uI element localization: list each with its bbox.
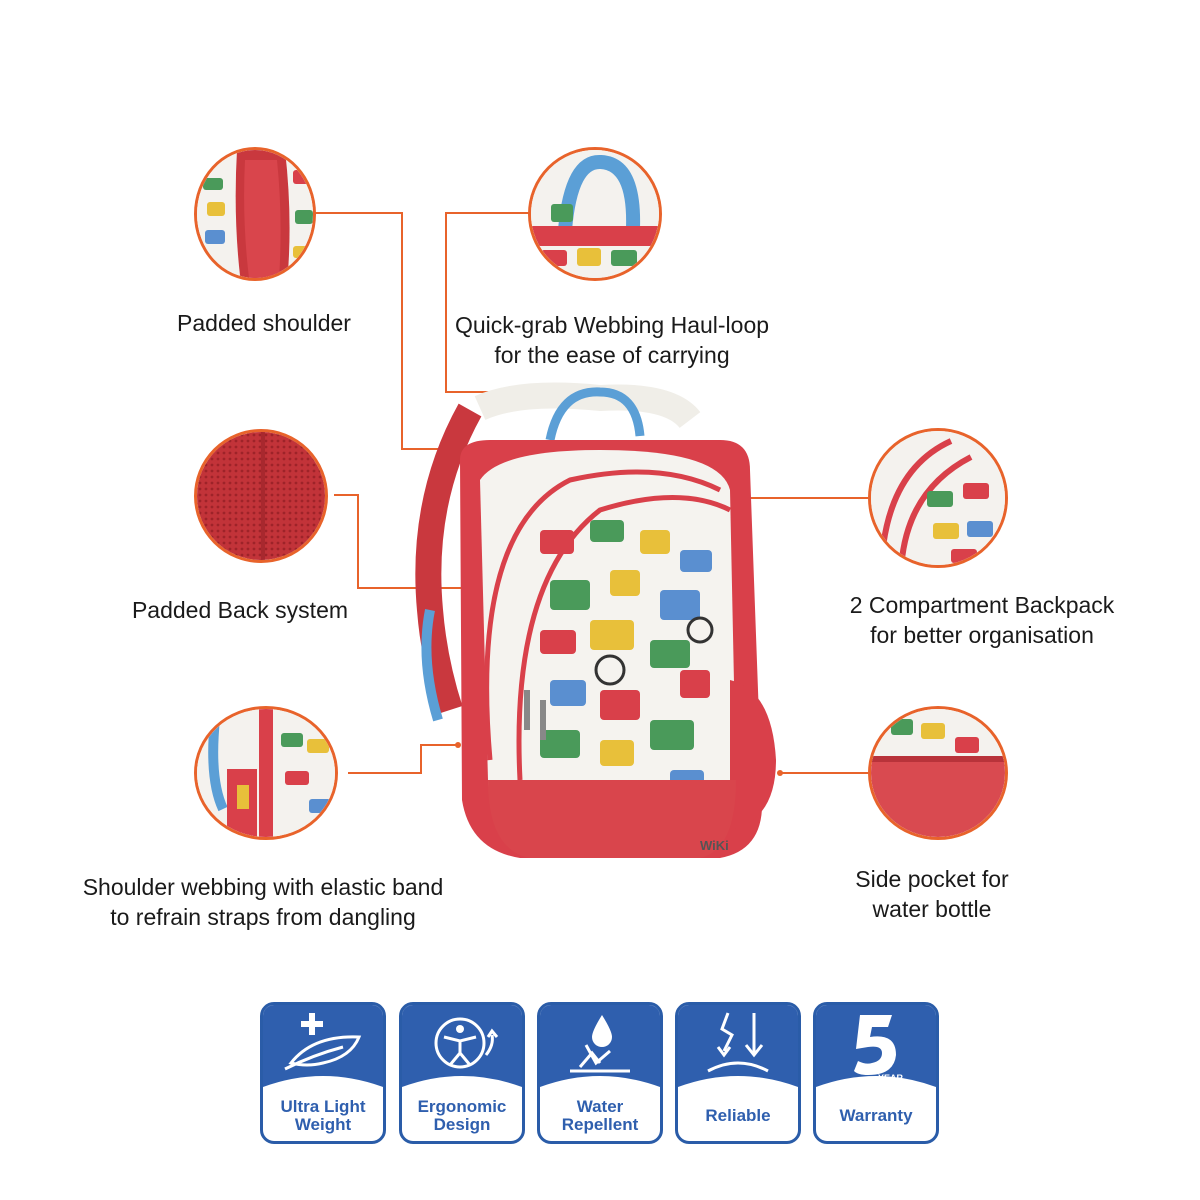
badge-warranty: YEAR Warranty <box>813 1002 939 1144</box>
bag-brand-logo: WiKi <box>700 838 729 853</box>
padded-shoulder-closeup <box>194 147 316 281</box>
haul-loop-label: Quick-grab Webbing Haul-loop for the eas… <box>454 312 770 368</box>
down-arrows-icon <box>707 1012 769 1073</box>
side-pocket-closeup <box>868 706 1008 840</box>
badge-water-repellent: Water Repellent <box>537 1002 663 1144</box>
badge-ergonomic: Ergonomic Design <box>399 1002 525 1144</box>
padded-back-closeup <box>194 429 328 563</box>
haul-loop-closeup <box>528 147 662 281</box>
compartment-label: 2 Compartment Backpack for better organi… <box>849 592 1115 648</box>
backpack-image <box>415 382 776 858</box>
side-pocket-label: Side pocket for water bottle <box>855 866 1009 922</box>
webbing-label: Shoulder webbing with elastic band to re… <box>82 874 444 930</box>
badge-reliable: Reliable <box>675 1002 801 1144</box>
feather-plus-icon <box>284 1013 362 1071</box>
padded-shoulder-label: Padded shoulder <box>177 310 351 336</box>
ergonomic-person-icon <box>434 1017 499 1069</box>
shoulder-webbing-closeup <box>194 706 338 840</box>
water-drop-icon <box>570 1015 630 1073</box>
badge-ultra-light: Ultra Light Weight <box>260 1002 386 1144</box>
compartment-closeup <box>868 428 1008 568</box>
back-system-label: Padded Back system <box>131 597 349 623</box>
